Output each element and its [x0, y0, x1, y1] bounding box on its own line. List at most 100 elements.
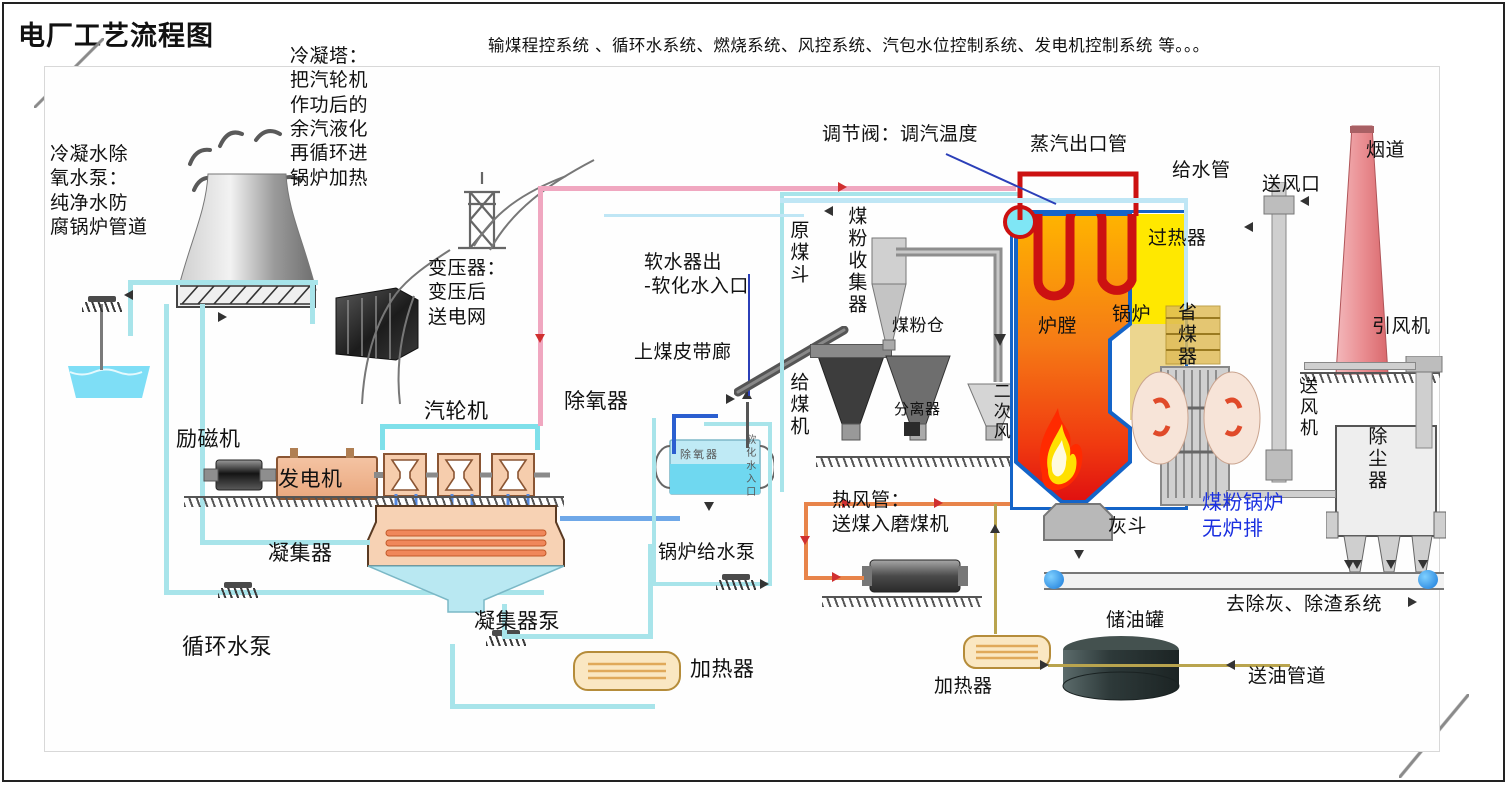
label-dust-collector: 除尘器	[1365, 426, 1388, 492]
label-generator: 发电机	[278, 467, 343, 491]
label-oil-pipeline: 送油管道	[1248, 665, 1327, 687]
deaerator-down-arrow	[704, 502, 714, 511]
condensate-down	[502, 604, 507, 636]
label-regulating-valve-note: 调节阀：调汽温度	[822, 123, 979, 145]
label-boiler: 锅炉	[1112, 303, 1152, 325]
label-exciter: 励磁机	[176, 427, 241, 451]
superheater-coil-icon	[1033, 214, 1137, 301]
dust-drop-arrow-3	[1418, 560, 1428, 569]
power-pylon-icon	[458, 172, 506, 250]
condensate-loop-bottom	[450, 704, 655, 709]
lp-heater-icon	[573, 651, 681, 691]
softened-water-arrow	[742, 390, 752, 399]
transmission-lines-icon	[361, 159, 595, 405]
coal-area-floor-hatch	[816, 456, 1026, 467]
label-secondary-air: 二次风	[989, 382, 1010, 442]
label-coal-belt: 上煤皮带廊	[634, 341, 732, 363]
softened-water-inline-label: 软化水入口	[743, 434, 755, 499]
oil-pipe-riser	[994, 504, 997, 634]
exciter-icon	[203, 459, 277, 491]
label-forced-draft-fan: 送风机	[1297, 376, 1319, 439]
water-basin-icon	[68, 366, 150, 398]
label-boiler-feed-pump: 锅炉给水泵	[658, 541, 756, 563]
forced-draft-fan-icon	[1263, 182, 1295, 483]
deaerator-shell-top	[704, 422, 772, 426]
dust-collector-icon	[1326, 425, 1446, 573]
ash-system-arrow	[1408, 597, 1417, 607]
label-air-inlet: 送风口	[1262, 173, 1321, 195]
coal-mill-icon	[862, 559, 968, 593]
raw-coal-hopper-icon	[817, 355, 885, 441]
main-steam-arrow-2	[838, 182, 847, 192]
circ-flow-arrow-1	[218, 312, 227, 322]
label-feedwater-pipe: 给水管	[1172, 159, 1231, 181]
turbine-steam-hood	[380, 424, 540, 429]
coal-enclosure-left	[780, 192, 784, 492]
condenser-cw-out	[560, 516, 680, 521]
ash-conveyor-roller-right-icon	[1418, 570, 1438, 589]
generator-terminal-2-icon	[346, 448, 354, 458]
deaerator-inlet-pipe	[672, 414, 676, 454]
label-heater-oil: 加热器	[934, 675, 993, 697]
condenser-cw-in	[200, 540, 370, 545]
label-cooling-tower-note: 冷凝塔： 把汽轮机 作功后的 余汽液化 再循环进 锅炉加热	[290, 45, 369, 189]
oil-pipe-bottom	[1048, 664, 1290, 667]
oil-heater-icon	[963, 635, 1051, 669]
economizer-icon	[1165, 305, 1221, 365]
steam-outlet-pipe-icon	[1017, 171, 1139, 220]
deaerator-shell-right	[768, 422, 772, 586]
label-turbine: 汽轮机	[424, 399, 489, 423]
softener-pointer-line	[748, 274, 750, 396]
secondary-air-chute-icon	[967, 383, 1021, 441]
label-coal-feeder: 给煤机	[787, 372, 810, 438]
label-heater-left: 加热器	[690, 657, 755, 681]
circ-pipe-tower-right-down	[310, 280, 315, 324]
condensate-heater-up	[648, 544, 653, 639]
hot-air-arrow-2	[934, 498, 943, 508]
ash-conveyor-roller-left-icon	[1044, 570, 1064, 589]
oil-arrow-2	[1226, 660, 1235, 670]
deaerator-icon	[656, 439, 774, 495]
separator-box-icon	[904, 422, 920, 436]
circ-pipe-bottom	[164, 590, 544, 595]
feedwater-pipe-top	[1184, 200, 1188, 310]
label-circ-water-pump: 循环水泵	[182, 635, 273, 660]
label-ash-slag-system: 去除灰、除渣系统	[1226, 593, 1383, 615]
basin-riser-pipe	[100, 304, 103, 370]
deaerator-inlet-top	[672, 414, 718, 418]
circ-pipe-mid-down	[164, 304, 169, 594]
hot-air-arrow-1	[842, 498, 851, 508]
transformer-icon	[335, 287, 419, 361]
air-heater-wheels-icon	[1131, 371, 1261, 465]
ash-hopper-icon	[1043, 503, 1113, 541]
boiler-feed-pump-icon	[716, 574, 756, 590]
coal-powder-duct-icon	[896, 247, 1006, 382]
machine-floor-hatch	[184, 496, 564, 507]
deaerator-shell-left	[652, 418, 656, 586]
steam-line-reheat	[604, 214, 804, 217]
label-hot-air-duct-note: 热风管： 送煤入磨煤机	[832, 489, 950, 536]
deaerator-inner-label: 除氧器	[680, 448, 719, 461]
label-coal-powder-bin: 煤粉仓	[892, 316, 945, 336]
ash-drop-arrow	[1074, 550, 1084, 559]
feedwater-pipe-run	[780, 198, 1188, 203]
generator-terminal-1-icon	[290, 448, 298, 458]
flue-duct-to-collector	[1226, 490, 1336, 498]
label-steam-outlet-pipe: 蒸汽出口管	[1030, 133, 1128, 155]
main-steam-arrow	[535, 334, 545, 343]
oil-tank-icon	[1062, 636, 1180, 701]
induced-draft-fan-icon	[1405, 356, 1443, 449]
air-inlet-arrow-2	[1244, 222, 1253, 232]
condensate-loop-left	[450, 644, 455, 708]
condensate-to-heater	[502, 634, 652, 639]
coal-chute-icon	[810, 344, 892, 358]
softened-water-riser	[746, 402, 749, 448]
turbine-hood-right	[535, 424, 540, 450]
condenser-icon	[367, 505, 565, 613]
oil-up-arrow	[990, 524, 1000, 533]
label-flue: 烟道	[1366, 139, 1406, 161]
flue-duct-top	[1304, 362, 1416, 370]
coal-enclosure-top	[780, 192, 1020, 196]
hot-air-arrow-4	[832, 572, 841, 582]
main-steam-line-top	[538, 186, 1016, 191]
